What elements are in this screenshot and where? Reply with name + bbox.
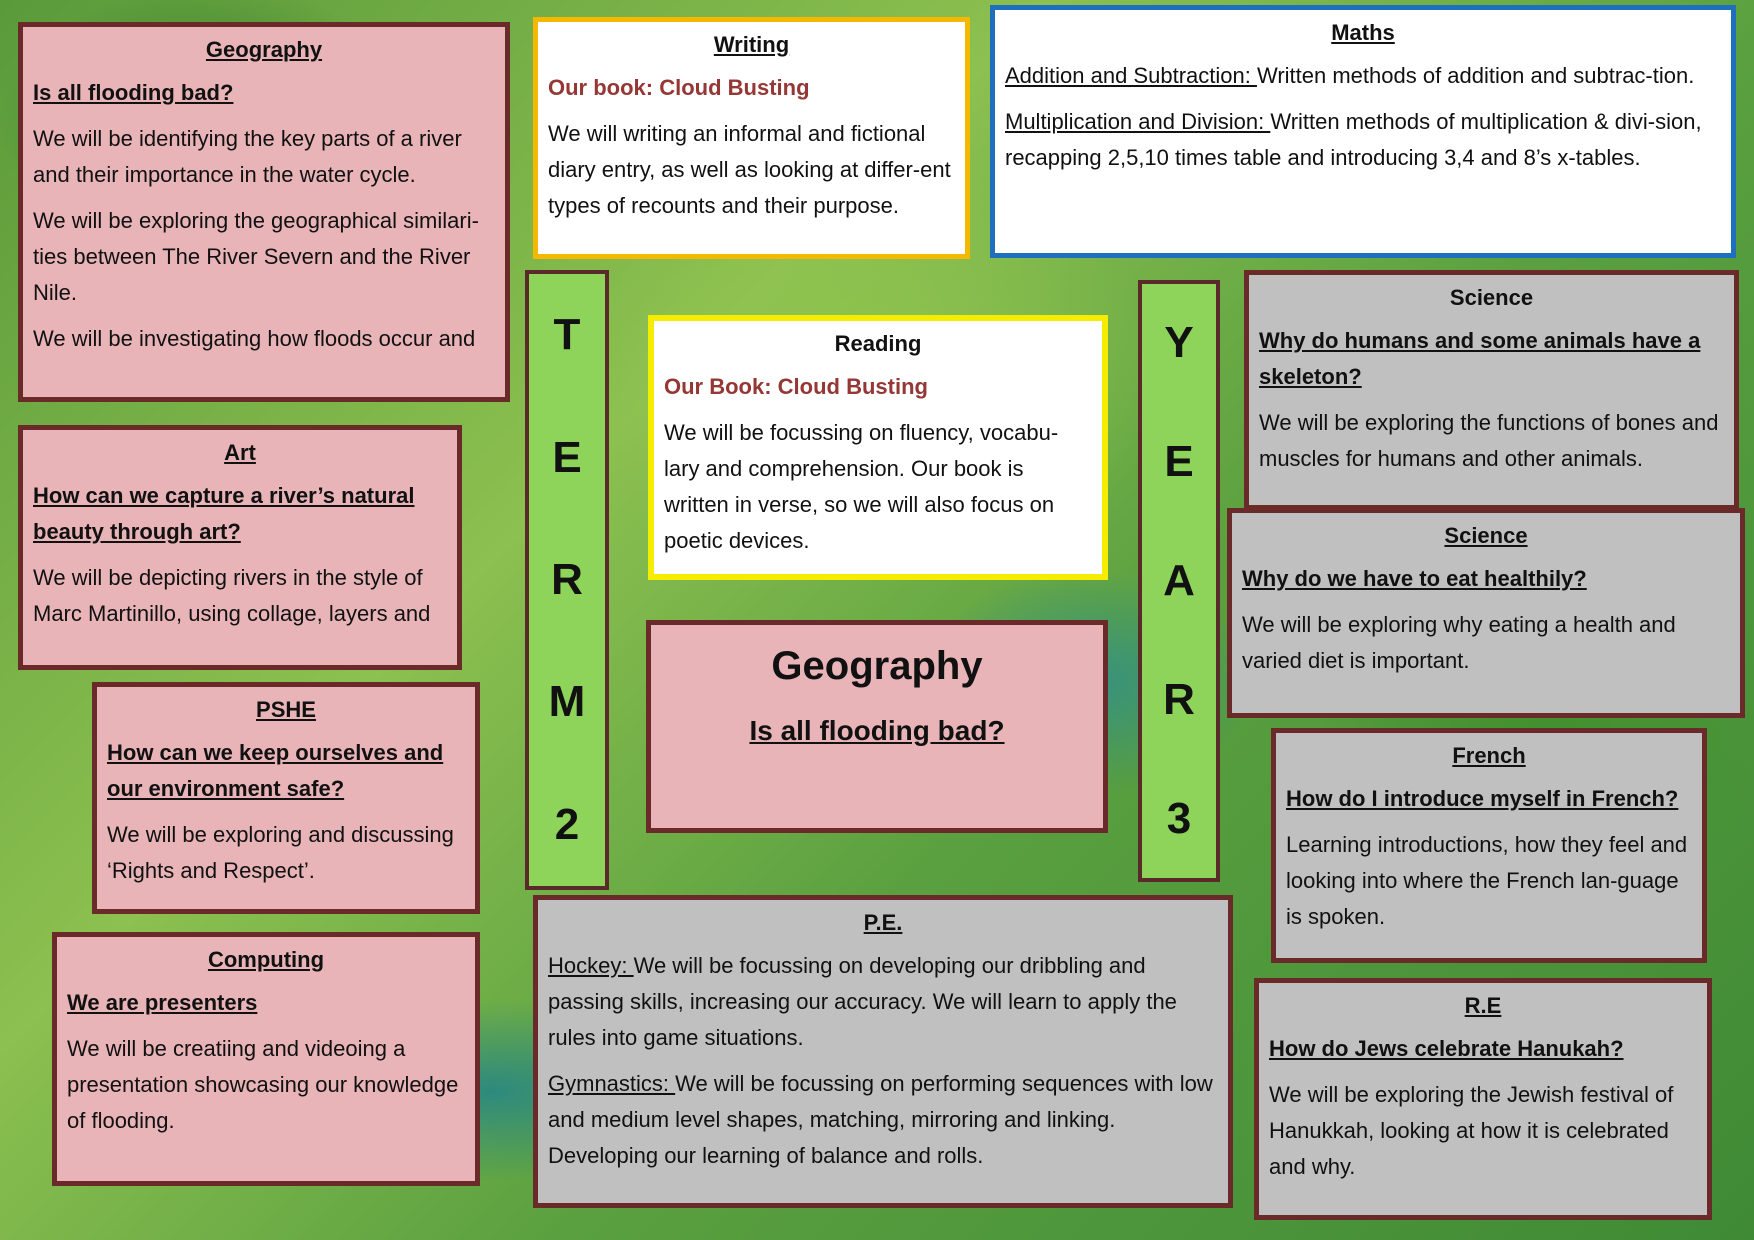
french-question: How do I introduce myself in French? xyxy=(1286,786,1679,811)
pe-hockey-text: We will be focussing on developing our d… xyxy=(548,953,1177,1050)
pshe-question: How can we keep ourselves and our enviro… xyxy=(107,740,444,801)
science-skeleton-title: Science xyxy=(1449,285,1534,310)
science-skeleton-question: Why do humans and some animals have a sk… xyxy=(1259,328,1701,389)
year-letter: Y xyxy=(1164,318,1194,368)
french-box: French How do I introduce myself in Fren… xyxy=(1271,728,1707,963)
term-letter: E xyxy=(552,432,582,482)
computing-title: Computing xyxy=(207,947,325,972)
pe-box: P.E. Hockey: We will be focussing on dev… xyxy=(533,895,1233,1208)
center-topic-question: Is all flooding bad? xyxy=(749,715,1005,746)
pshe-box: PSHE How can we keep ourselves and our e… xyxy=(92,682,480,914)
pe-gymnastics-text: We will be focussing on performing seque… xyxy=(548,1071,1213,1168)
maths-multiplication: Multiplication and Division: Written met… xyxy=(1005,104,1721,176)
art-text: We will be depicting rivers in the style… xyxy=(33,565,431,626)
reading-text: We will be focussing on fluency, vocabu-… xyxy=(664,420,1059,553)
re-question: How do Jews celebrate Hanukah? xyxy=(1269,1036,1624,1061)
pe-gymnastics-label: Gymnastics: xyxy=(548,1071,676,1096)
writing-title: Writing xyxy=(713,32,790,57)
maths-box: Maths Addition and Subtraction: Written … xyxy=(990,5,1736,258)
geography-text-3: We will be investigating how floods occu… xyxy=(33,326,476,351)
art-box: Art How can we capture a river’s natural… xyxy=(18,425,462,670)
maths-addition: Addition and Subtraction: Written method… xyxy=(1005,58,1721,94)
center-topic-box: Geography Is all flooding bad? xyxy=(646,620,1108,833)
pshe-title: PSHE xyxy=(256,697,316,722)
term-letter: T xyxy=(553,310,581,360)
science-healthy-title: Science xyxy=(1444,523,1528,548)
year-letter: R xyxy=(1163,674,1195,724)
french-text: Learning introductions, how they feel an… xyxy=(1286,832,1688,929)
computing-question: We are presenters xyxy=(67,990,258,1015)
science-healthy-question: Why do we have to eat healthily? xyxy=(1242,566,1587,591)
science-skeleton-text: We will be exploring the functions of bo… xyxy=(1259,410,1719,471)
writing-box: Writing Our book: Cloud Busting We will … xyxy=(533,17,970,259)
term-letter: M xyxy=(548,677,586,727)
maths-multiplication-text: Written methods of multiplication & divi… xyxy=(1005,109,1702,170)
center-topic-title: Geography xyxy=(771,644,983,688)
re-title: R.E xyxy=(1464,993,1502,1018)
maths-multiplication-label: Multiplication and Division: xyxy=(1005,109,1271,134)
art-question: How can we capture a river’s natural bea… xyxy=(33,483,415,544)
science-healthy-box: Science Why do we have to eat healthily?… xyxy=(1227,508,1745,718)
re-text: We will be exploring the Jewish festival… xyxy=(1269,1082,1674,1179)
maths-title: Maths xyxy=(1331,20,1395,45)
term-letter: R xyxy=(551,554,583,604)
pe-hockey: Hockey: We will be focussing on developi… xyxy=(548,948,1218,1056)
computing-text: We will be creatiing and videoing a pres… xyxy=(67,1036,459,1133)
geography-title: Geography xyxy=(205,37,323,62)
geography-question: Is all flooding bad? xyxy=(33,80,234,105)
writing-text: We will writing an informal and fictiona… xyxy=(548,121,951,218)
pshe-text: We will be exploring and discussing ‘Rig… xyxy=(107,822,454,883)
term-strip: T E R M 2 xyxy=(525,270,609,890)
writing-book: Our book: Cloud Busting xyxy=(548,75,810,100)
reading-box: Reading Our Book: Cloud Busting We will … xyxy=(648,315,1108,580)
computing-box: Computing We are presenters We will be c… xyxy=(52,932,480,1186)
geography-text-2: We will be exploring the geographical si… xyxy=(33,208,479,305)
maths-addition-label: Addition and Subtraction: xyxy=(1005,63,1257,88)
re-box: R.E How do Jews celebrate Hanukah? We wi… xyxy=(1254,978,1712,1220)
geography-text-1: We will be identifying the key parts of … xyxy=(33,126,462,187)
year-strip: Y E A R 3 xyxy=(1138,280,1220,882)
reading-book: Our Book: Cloud Busting xyxy=(664,374,928,399)
geography-box: Geography Is all flooding bad? We will b… xyxy=(18,22,510,402)
pe-title: P.E. xyxy=(863,910,903,935)
science-healthy-text: We will be exploring why eating a health… xyxy=(1242,612,1676,673)
term-number: 2 xyxy=(554,799,580,849)
reading-title: Reading xyxy=(834,331,922,356)
pe-gymnastics: Gymnastics: We will be focussing on perf… xyxy=(548,1066,1218,1174)
maths-addition-text: Written methods of addition and subtrac-… xyxy=(1256,63,1695,88)
year-letter: E xyxy=(1164,437,1194,487)
science-skeleton-box: Science Why do humans and some animals h… xyxy=(1244,270,1739,510)
year-number: 3 xyxy=(1166,793,1192,843)
french-title: French xyxy=(1452,743,1526,768)
pe-hockey-label: Hockey: xyxy=(548,953,634,978)
year-letter: A xyxy=(1163,555,1195,605)
art-title: Art xyxy=(224,440,256,465)
